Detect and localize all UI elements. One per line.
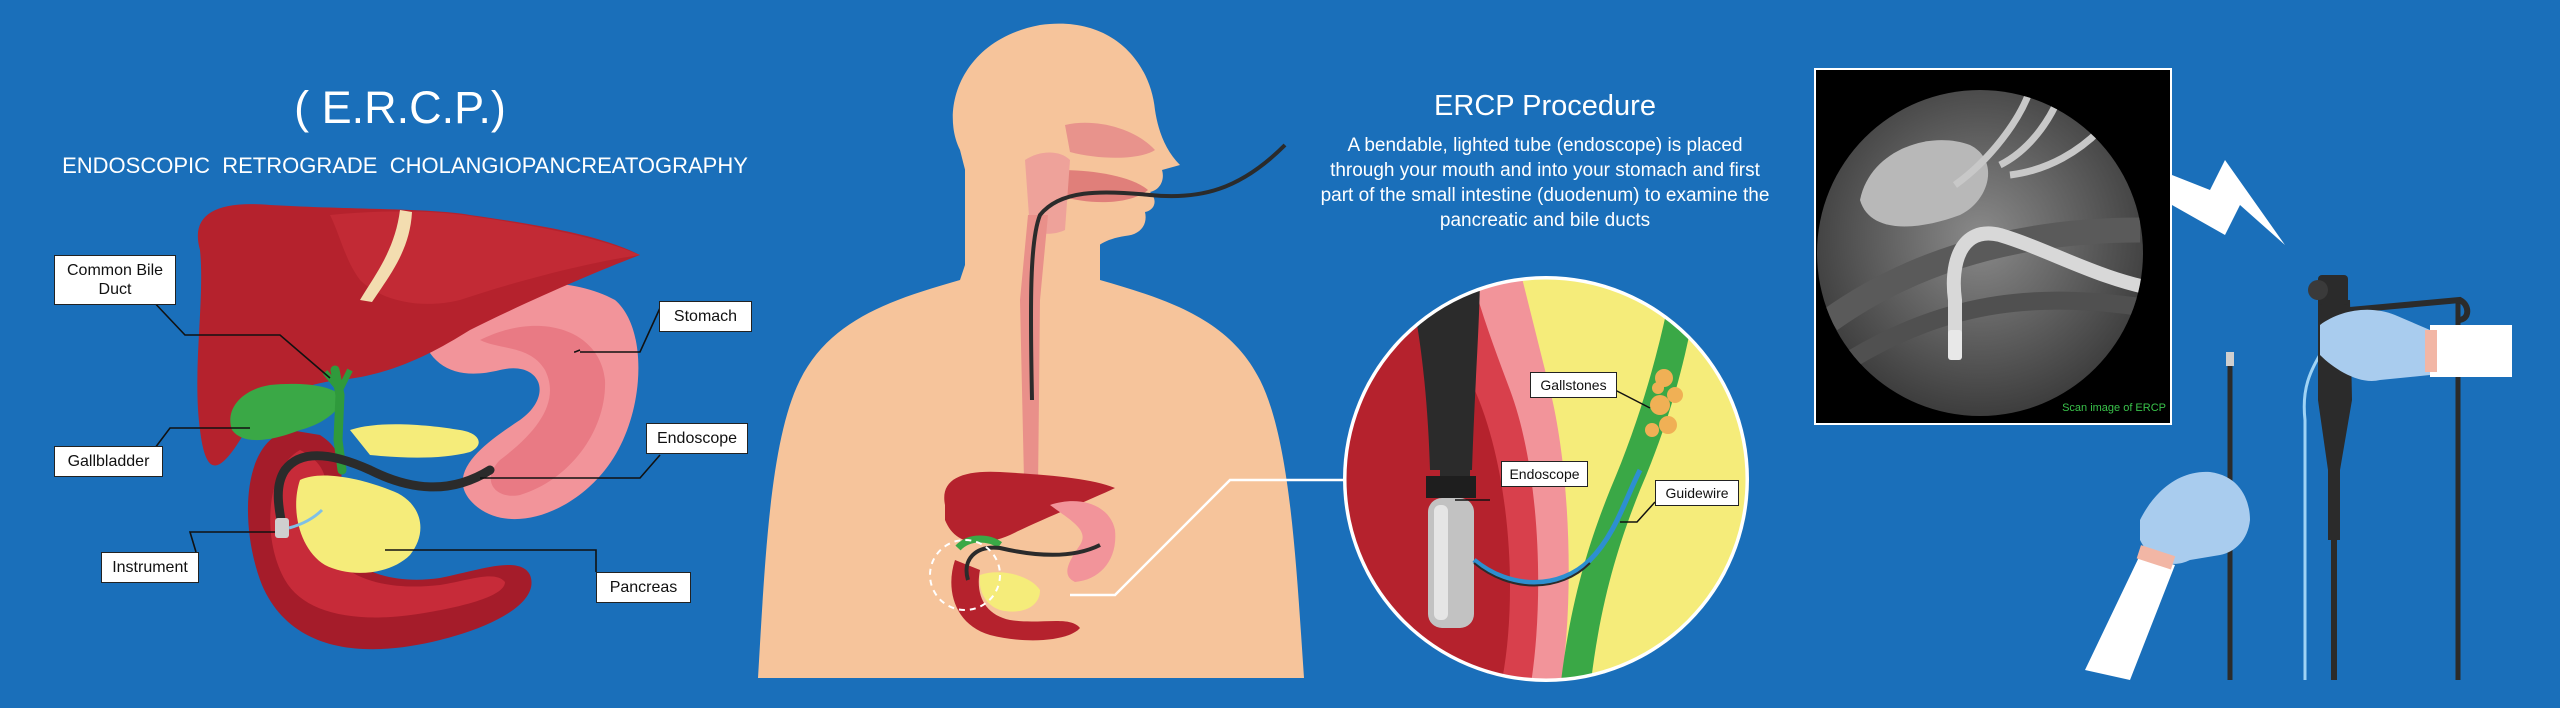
full-name-title: ENDOSCOPIC RETROGRADE CHOLANGIOPANCREATO… bbox=[62, 153, 748, 178]
human-figure bbox=[758, 23, 1345, 678]
pancreas bbox=[296, 475, 421, 573]
scan-endoscope bbox=[1946, 226, 2143, 350]
label-gallstones: Gallstones bbox=[1530, 372, 1617, 398]
head bbox=[952, 23, 1180, 263]
hand-left bbox=[2085, 471, 2250, 680]
procedure-description: A bendable, lighted tube (endoscope) is … bbox=[1280, 133, 1810, 233]
ercp-scan-image bbox=[1814, 68, 2172, 425]
description-line: pancreatic and bile ducts bbox=[1439, 210, 1651, 231]
acronym-title: ( E.R.C.P.) bbox=[294, 82, 506, 133]
zoom-guidewire bbox=[1472, 468, 1643, 585]
label-stomach: Stomach bbox=[659, 301, 752, 332]
label-instrument: Instrument bbox=[101, 552, 199, 583]
procedure-title: ERCP Procedure bbox=[1434, 90, 1656, 122]
label-guidewire: Guidewire bbox=[1655, 480, 1739, 506]
label-pancreas: Pancreas bbox=[596, 572, 691, 603]
label-common-bile-duct-line1: Common Bile bbox=[66, 262, 164, 279]
description-line: part of the small intestine (duodenum) t… bbox=[1320, 185, 1770, 206]
description-line: A bendable, lighted tube (endoscope) is … bbox=[1347, 135, 1743, 156]
scan-caption: Scan image of ERCP bbox=[2062, 402, 2166, 414]
gallbladder bbox=[230, 383, 341, 441]
lightning-bolt-icon bbox=[2172, 160, 2285, 245]
glove-right bbox=[2320, 309, 2430, 381]
esophagus bbox=[1020, 215, 1048, 490]
diagram-endoscope bbox=[273, 451, 495, 530]
gallstones bbox=[1645, 369, 1683, 437]
organ-diagram bbox=[149, 204, 661, 650]
label-common-bile-duct-line2: Duct bbox=[98, 281, 132, 298]
label-endoscope: Endoscope bbox=[646, 423, 748, 454]
label-common-bile-duct: Common Bile Duct bbox=[54, 255, 176, 305]
label-gallbladder: Gallbladder bbox=[54, 446, 163, 477]
label-zoom-endoscope: Endoscope bbox=[1501, 461, 1588, 487]
description-line: through your mouth and into your stomach… bbox=[1330, 160, 1760, 181]
leader-lines bbox=[149, 297, 661, 572]
figure-endoscope bbox=[1028, 143, 1287, 401]
duodenoscope bbox=[2226, 275, 2512, 680]
